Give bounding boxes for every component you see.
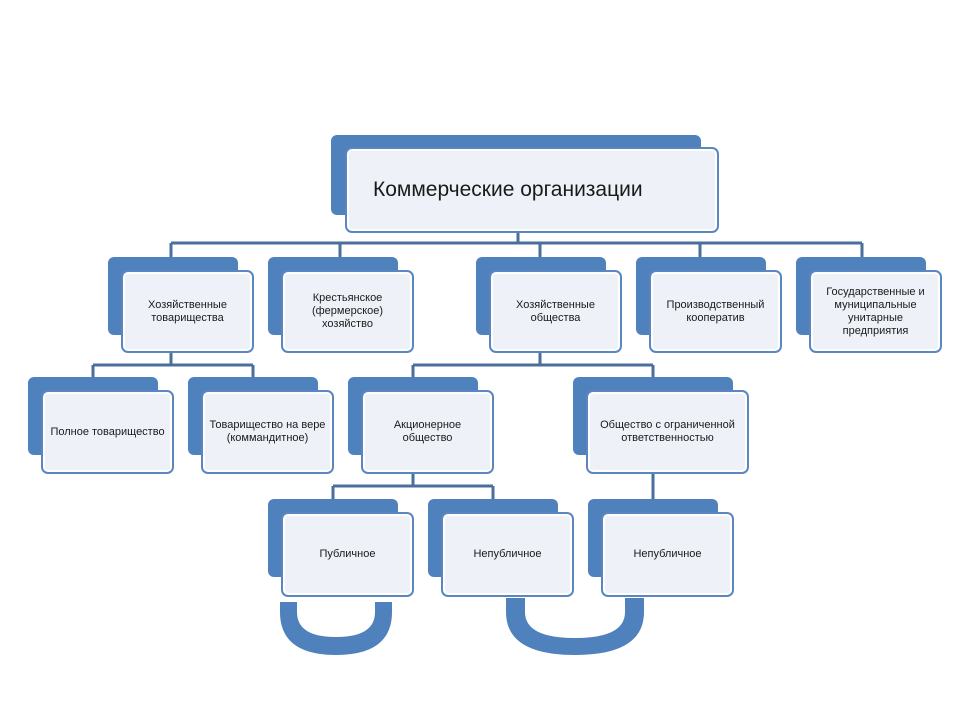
box-llc-nonpublic: Непубличное xyxy=(588,499,734,597)
box-joint-stock-company: Акционерное общество xyxy=(348,377,494,474)
box-llc: Общество с ограниченной ответственностью xyxy=(573,377,749,474)
box-unitary-enterprises: Государственные и муниципальные унитарны… xyxy=(796,257,942,353)
label-peasant-farm: Крестьянское (фермерское) хозяйство xyxy=(281,270,414,353)
root-label: Коммерческие организации xyxy=(345,147,719,233)
box-production-cooperative: Производственный кооператив xyxy=(636,257,782,353)
box-jsc-nonpublic: Непубличное xyxy=(428,499,574,597)
root-box: Коммерческие организации xyxy=(331,135,719,233)
curved-arrow-right xyxy=(506,598,644,655)
box-peasant-farm: Крестьянское (фермерское) хозяйство xyxy=(268,257,414,353)
box-jsc-public: Публичное xyxy=(268,499,414,597)
box-full-partnership: Полное товарищество xyxy=(28,377,174,474)
label-limited-partnership: Товарищество на вере (коммандитное) xyxy=(201,390,334,474)
label-business-partnerships: Хозяйственные товарищества xyxy=(121,270,254,353)
label-jsc-public: Публичное xyxy=(281,512,414,597)
label-jsc-nonpublic: Непубличное xyxy=(441,512,574,597)
box-business-societies: Хозяйственные общества xyxy=(476,257,622,353)
label-full-partnership: Полное товарищество xyxy=(41,390,174,474)
label-joint-stock-company: Акционерное общество xyxy=(361,390,494,474)
label-llc: Общество с ограниченной ответственностью xyxy=(586,390,749,474)
label-llc-nonpublic: Непубличное xyxy=(601,512,734,597)
curved-arrow-left xyxy=(280,602,392,655)
box-limited-partnership: Товарищество на вере (коммандитное) xyxy=(188,377,334,474)
box-business-partnerships: Хозяйственные товарищества xyxy=(108,257,254,353)
label-unitary-enterprises: Государственные и муниципальные унитарны… xyxy=(809,270,942,353)
label-business-societies: Хозяйственные общества xyxy=(489,270,622,353)
label-production-cooperative: Производственный кооператив xyxy=(649,270,782,353)
